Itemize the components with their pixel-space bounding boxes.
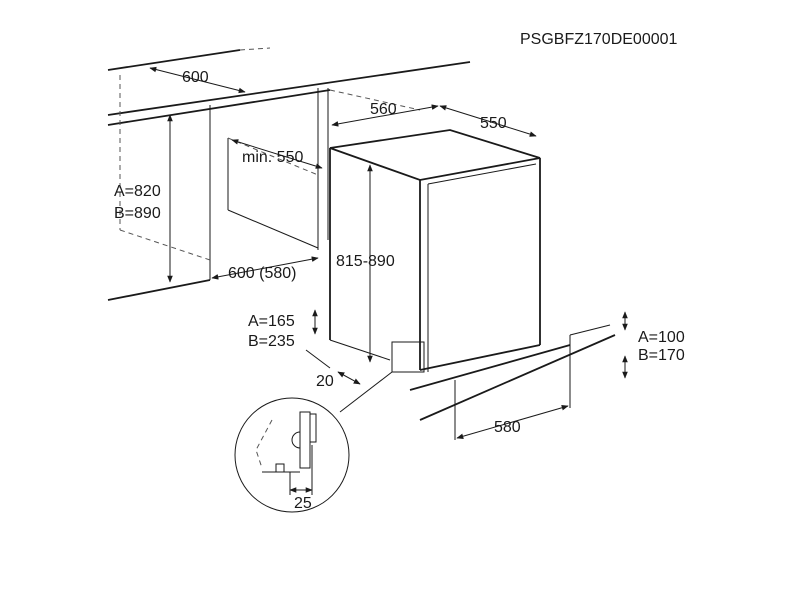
dim-appliance-width: 560: [370, 101, 397, 118]
dim-arrow-niche-width: [149, 66, 246, 94]
appliance-body: [329, 129, 541, 372]
dim-plinth-height-a: A=165: [248, 313, 295, 330]
dim-gap: 20: [316, 373, 334, 390]
dim-plinth-depth: 580: [494, 419, 521, 436]
dim-arrow-plinth-depth: [456, 405, 569, 439]
dim-arrow-niche-bottom-width: [211, 256, 319, 280]
dim-arrow-min-depth: [231, 139, 323, 169]
dim-niche-height-a: A=820: [114, 183, 161, 200]
dim-niche-height-b: B=890: [114, 205, 161, 222]
dim-plinth-a: A=100: [638, 329, 685, 346]
plinth: [409, 324, 616, 440]
dim-niche-width: 600: [182, 69, 209, 86]
dim-appliance-depth: 550: [480, 115, 507, 132]
drawing-code: PSGBFZ170DE00001: [520, 31, 678, 48]
dim-min-depth: min. 550: [242, 149, 303, 166]
dim-arrow-appliance-depth: [439, 105, 537, 137]
dim-plinth-height-b: B=235: [248, 333, 295, 350]
dim-plinth-b: B=170: [638, 347, 685, 364]
cabinet-niche: [107, 47, 471, 301]
dim-detail-offset: 25: [294, 495, 312, 512]
dim-arrow-appliance-width: [331, 104, 439, 127]
dim-niche-bottom-width: 600 (580): [228, 265, 297, 282]
dim-arrow-gap: [337, 371, 361, 385]
door-hinge-detail: 25: [234, 341, 425, 513]
dim-appliance-height: 815-890: [336, 253, 395, 270]
